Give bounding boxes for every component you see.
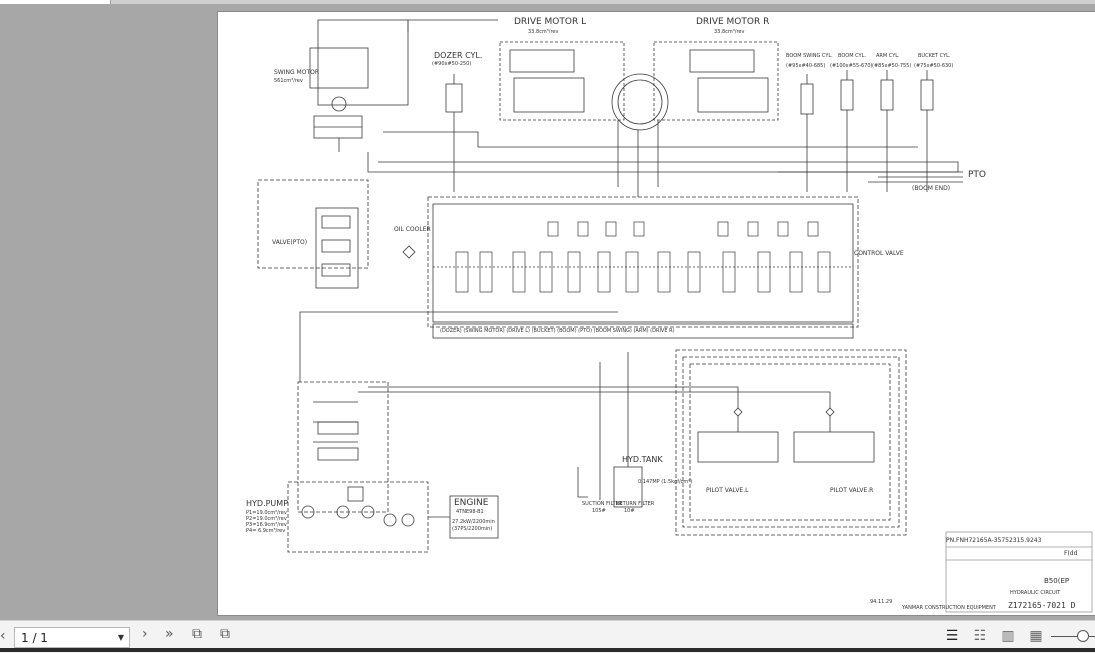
document-tab-strip	[0, 0, 1095, 4]
arm-cyl-spec: (#85x#50-755)	[872, 63, 912, 69]
two-page-continuous-view-icon[interactable]: ▦	[1029, 628, 1043, 644]
sheet-label: F(dd	[1064, 550, 1078, 557]
drive-motor-l-title: DRIVE MOTOR L	[514, 17, 587, 27]
return-filter-mesh: 10#	[624, 508, 635, 514]
continuous-view-icon[interactable]: ☷	[973, 628, 987, 644]
maker-label: YANMAR CONSTRUCTION EQUIPMENT	[902, 605, 996, 611]
drawing-date: 94.11.29	[870, 599, 893, 605]
pump-spec-2: P2=19.0cm³/rev	[246, 516, 287, 522]
chevron-right-icon[interactable]: ›	[142, 626, 148, 642]
boom-cyl-label: BOOM CYL.	[838, 53, 866, 59]
control-valve-sections: (DOZER) (SWING MOTOR) (DRIVE L) (BUCKET)…	[440, 328, 675, 334]
model-label: B50(EP	[1044, 577, 1070, 585]
oil-cooler-label: OIL COOLER	[394, 226, 431, 233]
double-chevron-right-icon[interactable]: »	[165, 626, 174, 642]
suction-filter-label: SUCTION FILTER	[582, 501, 623, 507]
control-valve-label: CONTROL VALVE	[854, 250, 904, 257]
boom-swing-cyl-label: BOOM SWING CYL.	[786, 53, 833, 59]
two-page-view-icon[interactable]: ▥	[1001, 628, 1015, 644]
engine-model: 4TNE98-B1	[456, 509, 484, 515]
page-indicator: 1 / 1	[21, 631, 48, 645]
boom-cyl-spec: (#100x#55-670)	[830, 63, 873, 69]
bucket-cyl-label: BUCKET CYL.	[918, 53, 951, 59]
drawing-title: HYDRAULIC CIRCUIT	[1010, 590, 1061, 596]
drawing-number: Z172165-7021 D	[1008, 601, 1076, 610]
pilot-valve-l-label: PILOT VALVE.L	[706, 487, 749, 494]
drive-motor-r-title: DRIVE MOTOR R	[696, 17, 770, 27]
hyd-tank-label: HYD.TANK	[622, 455, 663, 464]
hydraulic-circuit-drawing	[257, 19, 1093, 613]
chevron-left-icon[interactable]: ‹	[0, 628, 6, 644]
zoom-slider-handle[interactable]	[1077, 630, 1089, 642]
dozer-cyl-spec: (#90x#50-250)	[432, 61, 472, 67]
pto-label: PTO	[968, 170, 987, 180]
bucket-cyl-spec: (#75x#50-630)	[914, 63, 954, 69]
tank-spec: 0.147MP (1.5kgf/cm²)	[638, 479, 693, 485]
paste-page-icon[interactable]: ⧉	[220, 626, 230, 642]
swing-motor-disp: 561cm³/rev	[274, 78, 303, 84]
pump-spec-1: P1=19.0cm³/rev	[246, 510, 287, 516]
viewer-toolbar: ‹ 1 / 1 ▼ › » ⧉ ⧉ ☰ ☷ ▥ ▦	[0, 620, 1095, 653]
taskbar-edge	[0, 648, 1095, 652]
copy-page-icon[interactable]: ⧉	[192, 626, 202, 642]
zoom-slider[interactable]	[1051, 636, 1095, 637]
single-page-view-icon[interactable]: ☰	[945, 628, 959, 644]
page-number-input[interactable]: 1 / 1 ▼	[14, 627, 130, 648]
active-tab[interactable]	[0, 0, 111, 4]
pump-spec-3: P3=16.9cm³/rev	[246, 522, 287, 528]
suction-filter-mesh: 105#	[592, 508, 606, 514]
document-page: DRIVE MOTOR L 33.8cm³/rev DRIVE MOTOR R …	[217, 11, 1095, 616]
engine-spec-1: 27.2kW/2200min	[452, 519, 495, 525]
swing-motor-label: SWING MOTOR	[274, 69, 320, 76]
pump-spec-4: P4= 6.9cm³/rev	[246, 528, 286, 534]
engine-label: ENGINE	[454, 498, 489, 508]
hyd-pump-label: HYD.PUMP	[246, 499, 289, 508]
dozer-cyl-label: DOZER CYL.	[434, 51, 483, 60]
return-filter-label: RETURN FILTER	[616, 501, 655, 507]
drive-motor-r-disp: 33.8cm³/rev	[714, 29, 745, 35]
valve-pto-label: VALVE(PTO)	[272, 239, 308, 246]
engine-spec-2: (37PS/2200min)	[452, 526, 493, 532]
boom-end-label: (BOOM END)	[912, 185, 951, 192]
part-number: PN.FNH72165A-35752315.9243	[946, 537, 1042, 544]
pilot-valve-r-label: PILOT VALVE.R	[830, 487, 874, 494]
arm-cyl-label: ARM CYL.	[876, 53, 900, 59]
boom-swing-cyl-spec: (#95x#40-685)	[786, 63, 826, 69]
drive-motor-l-disp: 33.8cm³/rev	[528, 29, 559, 35]
dropdown-chevron-icon[interactable]: ▼	[117, 633, 124, 642]
